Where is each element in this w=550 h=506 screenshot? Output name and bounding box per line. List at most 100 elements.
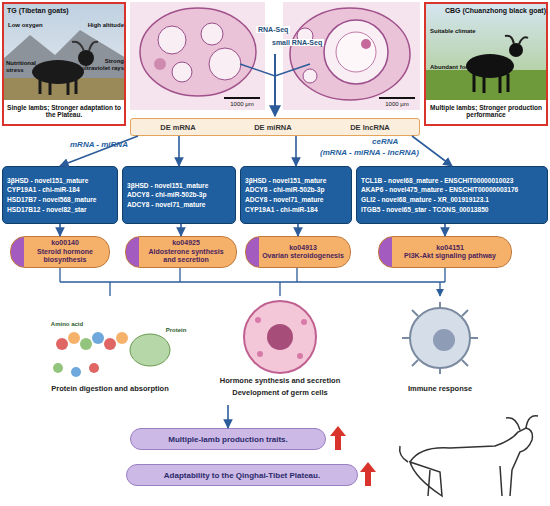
goat-legs [474, 74, 508, 93]
node-text-line: High altitude [74, 22, 124, 29]
scale-bar [379, 97, 415, 99]
goat-horns [506, 416, 538, 430]
pair-box: 3βHSD - novel151_matureADCY8 - chi-miR-5… [240, 166, 352, 224]
amino-acid [104, 338, 116, 350]
node-text: Immune response [380, 385, 500, 393]
node-text-line: Ovarian steroidogenesis [262, 252, 344, 260]
protein-blob [130, 334, 170, 366]
scale-bar [224, 97, 260, 99]
section-label: (mRNA - miRNA - lncRNA) [320, 148, 419, 157]
goat-tail [400, 446, 408, 462]
section-label: ceRNA [372, 137, 398, 146]
node-text: ko04925 [172, 239, 200, 247]
connector-arrow [180, 224, 182, 236]
connector-arrow [295, 136, 297, 166]
node-text: 3βHSD - novel151_mature [127, 181, 231, 191]
node-text-line: CYP19A1 - chi-miR-184 [245, 205, 347, 215]
node-text-line: Nutritional stress [6, 60, 50, 73]
goat-horns [505, 36, 528, 44]
node-text-line: PI3K-Akt signaling pathway [404, 252, 496, 260]
node-text-line: Protein digestion and absorption [40, 385, 180, 393]
goat-legs [40, 80, 76, 95]
oocyte [361, 39, 371, 49]
node-text: Adaptability to the Qinghai-Tibet Platea… [164, 471, 320, 480]
photo-panel: TG (Tibetan goats)Low oxygenHigh altitud… [2, 2, 126, 126]
amino-acid [116, 332, 128, 344]
bracket-line [60, 268, 445, 282]
connector-arrow [297, 224, 299, 236]
goat-line-drawing [400, 416, 538, 496]
node-text-line: Protein [154, 327, 198, 333]
node-text: 1000 μm [375, 101, 419, 107]
goat-outline [410, 428, 532, 496]
amino-acid [80, 338, 92, 350]
pathway-pill: ko00140Steroid hormone biosynthesis [10, 236, 110, 268]
node-text-line: Suitable climate [430, 28, 480, 35]
oocyte [154, 58, 166, 70]
immune-cell [410, 308, 470, 368]
goat-head [78, 50, 94, 66]
follicle [209, 48, 241, 80]
tibetan-goat-photo [2, 2, 126, 100]
node-text: TCL1B - novel68_mature - ENSCHIT00000010… [361, 176, 543, 186]
pair-box: 3βHSD - novel151_matureADCY8 - chi-miR-5… [122, 166, 236, 224]
node-text: 3βHSD - novel151_mature [7, 176, 113, 186]
node-text: ko00140 [51, 239, 79, 247]
node-text-line: DE lncRNA [350, 123, 390, 132]
node-text-line: Abundant forage [430, 64, 480, 71]
up-arrow [360, 462, 376, 486]
amino-acid [92, 332, 104, 344]
chuanzhong-goat-photo [424, 2, 548, 100]
histology-background [130, 2, 265, 110]
node-text-line: HSD17B7 - novel568_mature [7, 195, 113, 205]
cerna-box: TCL1B - novel68_mature - ENSCHIT00000010… [356, 166, 548, 224]
data-band: DE mRNADE miRNADE lncRNA [130, 118, 420, 136]
connector-arrow [444, 224, 446, 236]
pathway-pill: ko04151PI3K-Akt signaling pathway [378, 236, 512, 268]
node-text: ko04913 [289, 244, 317, 252]
node-text-line: ADCY8 - novel71_mature [127, 200, 231, 210]
granule [301, 319, 307, 325]
follicle [201, 23, 223, 45]
amino-acid [71, 367, 81, 377]
nucleus [433, 329, 455, 351]
germ-cell [244, 301, 316, 373]
amino-acid [68, 332, 80, 344]
method-label: small RNA-Seq [270, 39, 324, 46]
node-text-line: GLI2 - novel68_mature - XR_001919123.1 [361, 195, 543, 205]
node-text: Amino acid [42, 321, 92, 327]
node-text: Multiple-lamb production traits. [168, 435, 288, 444]
method-label: RNA-Seq [256, 26, 290, 33]
node-text-line: ADCY8 - novel71_mature [245, 195, 347, 205]
node-text-line: HSD17B12 - novel82_star [7, 205, 113, 215]
ovary-outline [290, 8, 410, 100]
follicle [158, 26, 186, 54]
mountain [2, 30, 126, 100]
pair-box: 3βHSD - novel151_matureCYP19A1 - chi-miR… [2, 166, 118, 224]
node-text: Hormone synthesis and secretion [205, 377, 355, 385]
large-follicle [324, 20, 388, 84]
ovary-section-right [283, 2, 420, 110]
node-text-line: Development of germ cells [205, 389, 355, 397]
node-text-line: ADCY8 - chi-miR-502b-3p [245, 185, 347, 195]
nucleus [267, 324, 293, 350]
ovary-section-left [130, 2, 265, 110]
flow-arrow [274, 54, 276, 116]
granule [255, 317, 261, 323]
node-text-line: ADCY8 - chi-miR-502b-3p [127, 190, 231, 200]
photo-sky [2, 2, 126, 100]
histology-image: 1000 μm [283, 2, 420, 110]
protein-digestion-illustration [53, 332, 170, 377]
granule [257, 351, 263, 357]
function-illustration: Hormone synthesis and secretionDevelopme… [205, 297, 355, 405]
node-text-line: Aldosterone synthesis and secretion [142, 248, 230, 265]
germ-cell-illustration [244, 301, 316, 373]
ovary-outline [140, 8, 256, 96]
photo-panel: CBG (Chuanzhong black goat)Suitable clim… [424, 2, 548, 126]
node-text-line: Strong ultraviolet rays [78, 58, 124, 71]
goat-horns [72, 42, 98, 51]
immune-cell-illustration [402, 302, 478, 374]
follicle [303, 69, 317, 83]
bracket-arrow [110, 282, 440, 296]
